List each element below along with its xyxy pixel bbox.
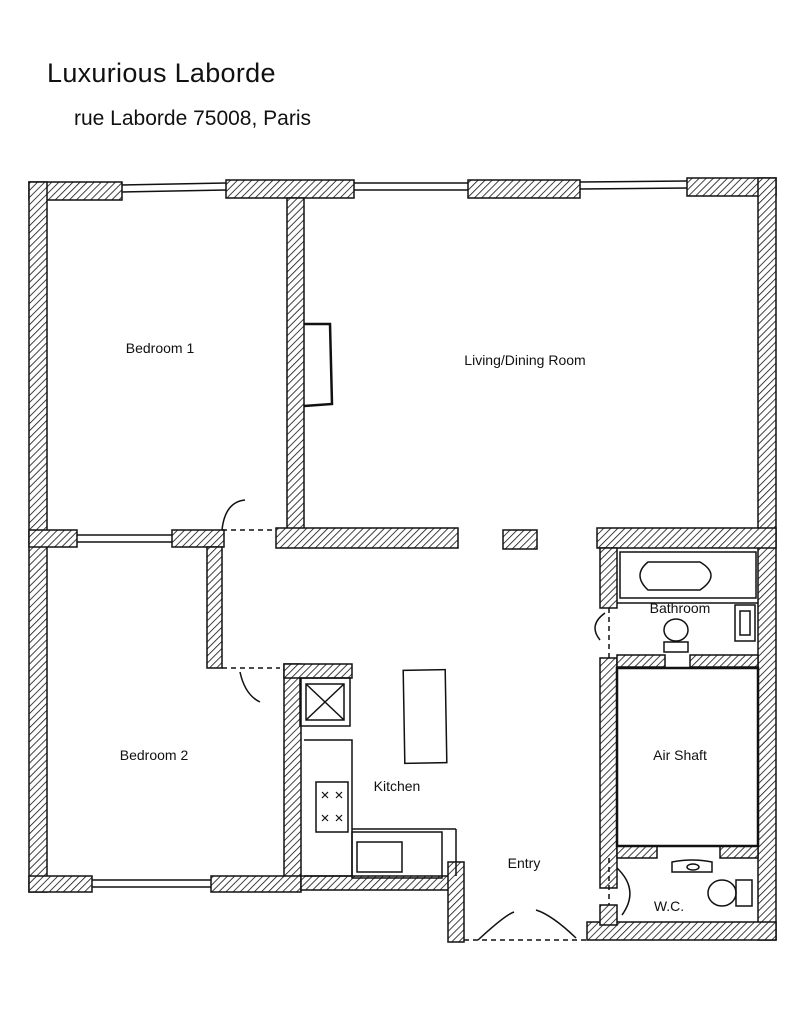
- plan-address: rue Laborde 75008, Paris: [74, 107, 311, 130]
- wall-bath-bottom: [616, 654, 666, 668]
- walls: [28, 177, 777, 943]
- wall-bath-left-lower: [599, 657, 618, 889]
- room-label-entry: Entry: [507, 855, 541, 871]
- wall-bath-bottom-right: [689, 654, 759, 668]
- windows-and-lines: [77, 180, 760, 941]
- wall-b1-bottom-right: [171, 529, 225, 548]
- wall-right: [757, 177, 777, 941]
- column: [502, 529, 538, 550]
- room-label-bedroom-1: Bedroom 1: [125, 340, 195, 356]
- room-label-bedroom-2: Bedroom 2: [119, 747, 189, 763]
- stove-burners: [321, 791, 343, 822]
- room-label-bathroom: Bathroom: [649, 600, 711, 616]
- wall-bath-left-upper: [599, 547, 618, 609]
- room-label-kitchen: Kitchen: [373, 778, 421, 794]
- plan-title: Luxurious Laborde: [47, 58, 276, 88]
- wall-living-bottom-right: [596, 527, 777, 549]
- room-label-living-dining: Living/Dining Room: [464, 352, 586, 368]
- wall-partition-b1-living: [286, 197, 305, 531]
- wall-wc-left-lower: [599, 904, 618, 926]
- wall-b2-right-upper: [206, 546, 223, 669]
- wall-top-mid: [225, 179, 355, 199]
- wall-bottom-mid: [210, 875, 302, 893]
- wall-top-living: [467, 179, 581, 199]
- wall-kitchen-top: [283, 663, 353, 679]
- wall-shaft-bottom-right: [719, 845, 759, 859]
- wall-living-bottom: [275, 527, 459, 549]
- wall-b1-bottom-left: [28, 529, 78, 548]
- wall-bottom-left: [28, 875, 93, 893]
- wall-wc-bottom: [586, 921, 777, 941]
- wall-kitchen-left: [283, 663, 302, 883]
- room-label-air-shaft: Air Shaft: [653, 747, 707, 763]
- room-label-wc: W.C.: [653, 898, 685, 914]
- wall-shaft-bottom: [616, 845, 658, 859]
